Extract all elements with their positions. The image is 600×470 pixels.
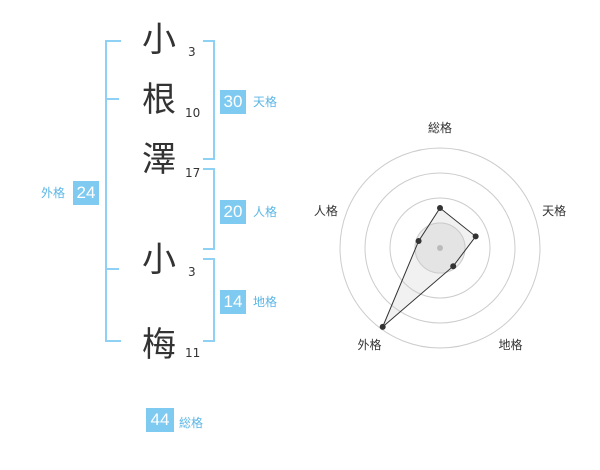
chikaku-label: 地格 <box>253 295 278 309</box>
given-strokes-1: 3 <box>188 265 196 279</box>
given-char-2: 梅 <box>142 325 176 365</box>
jinkaku-bracket <box>203 168 215 250</box>
gaikaku-bracket-mid-top <box>105 98 119 100</box>
gaikaku-value: 24 <box>73 181 99 205</box>
surname-char-3: 澤 <box>142 140 176 180</box>
tenkaku-value: 30 <box>220 90 246 114</box>
gaikaku-bracket <box>105 40 121 342</box>
jinkaku-value: 20 <box>220 200 246 224</box>
surname-strokes-1: 3 <box>188 45 196 59</box>
radar-axis-label: 天格 <box>542 203 566 218</box>
gaikaku-bracket-mid-bottom <box>105 268 119 270</box>
radar-point <box>472 233 479 240</box>
radar-axis-label: 人格 <box>314 203 338 218</box>
radar-axis-label: 外格 <box>357 337 381 352</box>
radar-ring <box>339 147 541 349</box>
radar-axis-label: 地格 <box>499 337 523 352</box>
surname-char-1: 小 <box>142 20 176 60</box>
radar-point <box>437 205 443 211</box>
soukaku-value: 44 <box>146 408 174 432</box>
radar-point <box>379 323 386 330</box>
radar-point <box>450 263 457 270</box>
given-strokes-2: 11 <box>185 346 201 360</box>
chikaku-bracket <box>203 258 215 342</box>
gaikaku-label: 外格 <box>41 186 66 200</box>
radar-ring <box>364 172 516 324</box>
surname-strokes-2: 10 <box>185 106 201 120</box>
radar-polygon <box>382 207 477 328</box>
surname-strokes-3: 17 <box>185 166 201 180</box>
radar-point <box>415 238 422 245</box>
jinkaku-label: 人格 <box>253 205 278 219</box>
tenkaku-label: 天格 <box>253 95 278 109</box>
given-char-1: 小 <box>142 240 176 280</box>
surname-char-2: 根 <box>142 80 176 120</box>
chikaku-value: 14 <box>220 290 246 314</box>
radar-center-dot <box>437 245 443 251</box>
radar-axis-label: 総格 <box>428 120 452 135</box>
radar-ring <box>389 197 491 299</box>
tenkaku-bracket <box>203 40 215 160</box>
soukaku-label: 総格 <box>179 416 204 430</box>
